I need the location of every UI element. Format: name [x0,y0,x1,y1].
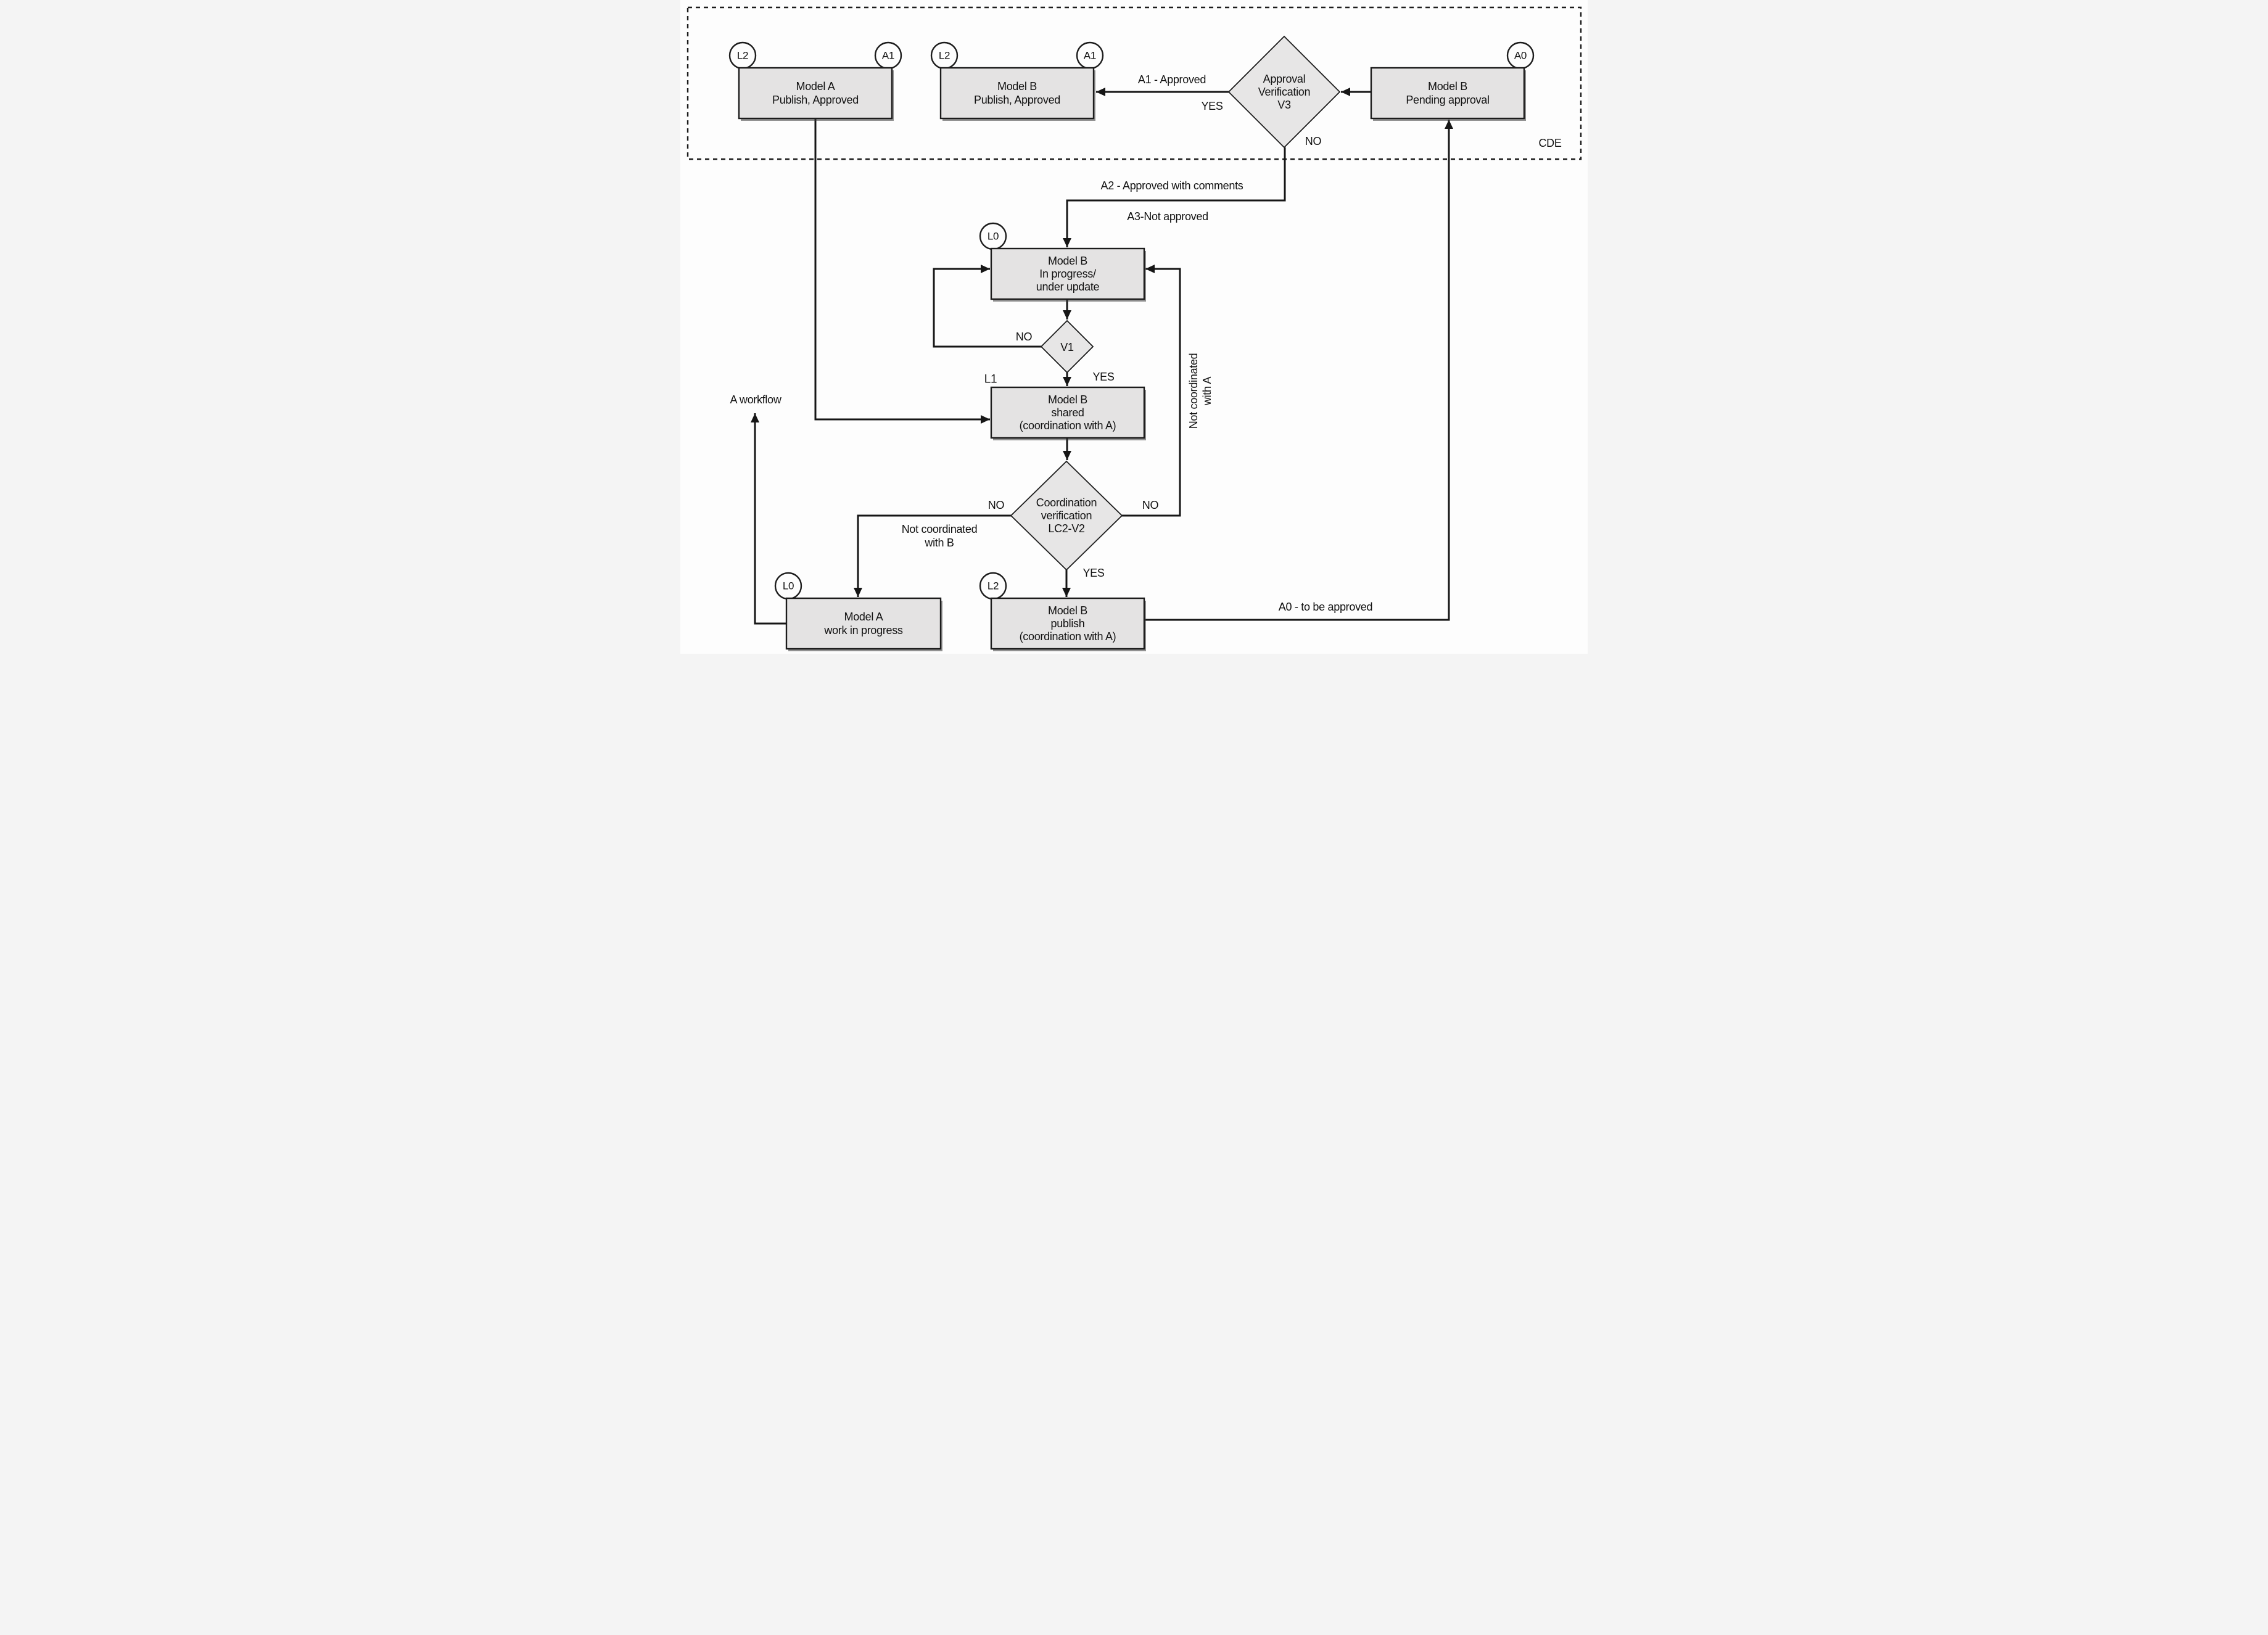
model-b-published-line2: Publish, Approved [974,94,1060,106]
node-model-a-published: Model A Publish, Approved [738,67,894,121]
model-b-shared-box [990,386,1145,439]
label-not-coordinated-with-b-line1: Not coordinated [902,523,978,535]
edge-labels: A1 - Approved YES NO A2 - Approved with … [730,73,1372,613]
model-a-published-box [738,67,893,120]
badge-a1-model-b-published: A1 [1084,50,1096,62]
label-a1-approved: A1 - Approved [1138,73,1206,86]
badge-texts: L2 A1 L2 A1 A0 L0 L0 L2 [737,50,1527,592]
approval-v3-line2: Verification [1258,86,1310,98]
node-model-b-published: Model B Publish, Approved [939,67,1095,121]
flowchart-page: CDE A1 - Approved YES NO A2 - Approve [680,0,1588,654]
model-a-wip-line1: Model A [844,611,883,623]
coordination-line1: Coordination [1036,496,1097,509]
edge-v1-no-loop [933,265,1041,348]
badge-l2-model-b-published: L2 [939,50,950,62]
label-a-workflow: A workflow [730,393,781,406]
decision-v1: V1 [1040,319,1094,374]
label-not-coordinated-with-b-line2: with B [924,537,954,549]
approval-v3-diamond [1227,35,1341,149]
model-b-in-progress-line3: under update [1036,281,1100,293]
decision-approval-v3: Approval Verification V3 [1227,35,1341,149]
model-b-published-box [939,67,1095,120]
edge-publish-to-pending [1144,120,1453,621]
model-b-in-progress-box [990,247,1145,300]
label-not-coordinated-with-a-line2: with A [1201,377,1213,406]
label-a0-to-be-approved: A0 - to be approved [1279,601,1372,613]
coordination-line2: verification [1041,509,1092,522]
edge-approval-no-to-in-progress [1063,147,1286,247]
model-b-published-line1: Model B [997,80,1037,93]
edge-coordination-no-to-in-progress [1122,265,1181,517]
model-a-published-line1: Model A [796,80,835,93]
label-no-v1: NO [1016,331,1033,343]
node-model-a-wip: Model A work in progress [785,597,942,651]
model-b-shared-l1-badge: L1 [984,373,997,386]
model-b-publish-line3: (coordination with A) [1020,630,1116,643]
model-b-publish-line2: publish [1051,617,1085,630]
edge-wip-to-a-workflow [751,413,786,625]
coordination-diamond [1010,460,1123,571]
cde-container-frame [687,6,1582,160]
approval-v3-line3: V3 [1277,99,1291,111]
v1-diamond [1040,319,1094,374]
v1-label: V1 [1060,341,1074,353]
node-model-b-in-progress: Model B In progress/ under update [990,247,1146,302]
model-b-shared-line2: shared [1051,406,1084,419]
label-yes-v1: YES [1092,371,1114,383]
badge-l0-model-b-in-progress: L0 [988,231,999,242]
model-b-publish-line1: Model B [1048,604,1087,617]
badge-l2-model-b-publish: L2 [988,580,999,592]
label-a2-approved-with-comments: A2 - Approved with comments [1100,179,1243,192]
model-b-in-progress-line2: In progress/ [1039,268,1096,280]
label-not-coordinated-with-a-line1: Not coordinated [1187,353,1200,429]
model-b-pending-line1: Model B [1428,80,1467,93]
badge-l0-model-a-wip: L0 [783,580,794,592]
badge-a1-model-a-published: A1 [882,50,894,62]
badge-l2-model-a-published: L2 [737,50,748,62]
approval-v3-line1: Approval [1263,73,1306,85]
model-a-wip-box [785,597,942,650]
model-b-publish-box [990,597,1145,650]
label-yes-coordination: YES [1082,567,1104,579]
edge-coordination-no-to-wip [854,514,1011,597]
model-a-wip-line2: work in progress [823,624,903,636]
coordination-line3: LC2-V2 [1048,522,1085,535]
model-b-shared-line3: (coordination with A) [1020,419,1116,432]
label-no-coordination-right: NO [1142,499,1159,511]
model-b-pending-box [1370,67,1525,120]
node-model-b-publish: Model B publish (coordination with A) [990,597,1146,651]
model-b-in-progress-line1: Model B [1048,255,1087,267]
model-b-shared-line1: Model B [1048,393,1087,406]
edges [751,88,1453,625]
label-no-approval: NO [1305,135,1322,147]
node-model-b-pending: Model B Pending approval [1370,67,1526,121]
label-yes-approval: YES [1201,100,1223,112]
decision-coordination-lc2-v2: Coordination verification LC2-V2 [1010,460,1123,571]
label-no-coordination-left: NO [988,499,1005,511]
model-a-published-line2: Publish, Approved [772,94,859,106]
workflow-diagram: CDE A1 - Approved YES NO A2 - Approve [680,0,1588,654]
edge-model-a-to-shared [814,118,990,424]
model-b-pending-line2: Pending approval [1406,94,1489,106]
badge-a0-model-b-pending: A0 [1514,50,1527,62]
label-a3-not-approved: A3-Not approved [1127,210,1208,223]
cde-container-label: CDE [1538,137,1561,149]
node-model-b-shared: L1 Model B shared (coordination with A) [984,373,1146,440]
